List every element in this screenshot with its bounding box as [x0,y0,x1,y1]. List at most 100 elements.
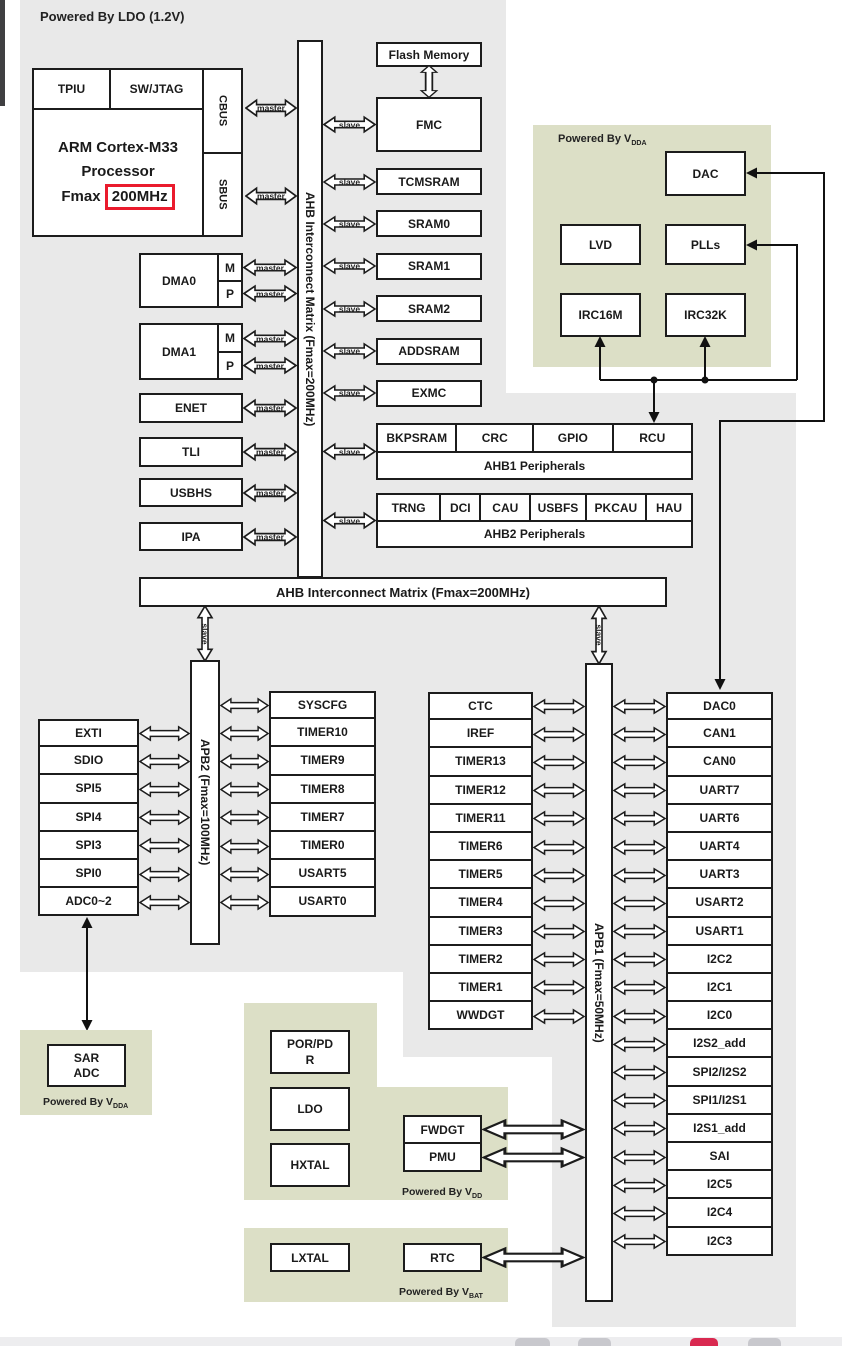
double-arrow-icon [613,1205,666,1222]
bus-double-arrow [613,1064,666,1081]
dma0-p-label: P [225,287,234,301]
peripheral-row: WWDGT [428,1002,585,1031]
ahb1-peripherals-block: BKPSRAM CRC GPIO RCU AHB1 Peripherals [376,423,693,480]
peripheral-row: SPI0 [38,859,190,889]
bus-double-arrow [220,697,269,714]
arrow-label: slave [338,218,361,229]
peripheral-box-spi4: SPI4 [38,803,139,832]
double-arrow-icon [613,1177,666,1194]
dma1-m-master-arrow: master [243,329,297,348]
peripheral-row: UART6 [613,804,773,833]
peripheral-box-timer6: TIMER6 [428,832,533,862]
bus-double-arrow [533,726,585,743]
peripheral-row: I2C4 [613,1199,773,1228]
fmax-value-highlight-box: 200MHz [104,183,175,210]
lxtal-label: LXTAL [291,1250,329,1265]
hau-cell: HAU [656,500,683,515]
ahb1-slave-arrow: slave [323,442,376,461]
bus-double-arrow: slave [323,215,376,233]
vbat-powered-label: Powered By VBAT [399,1286,483,1300]
double-arrow-icon [139,809,190,826]
fwdgt-apb1-arrow [482,1118,585,1141]
swjtag-label: SW/JTAG [129,82,184,96]
bus-double-arrow [533,754,585,771]
bus-double-arrow [613,1233,666,1250]
dma0-cluster: DMA0 M P [139,253,243,308]
double-arrow-icon [613,698,666,715]
peripheral-box-timer2: TIMER2 [428,945,533,974]
master-arrow-label: master [256,360,284,371]
por-label-line1: POR/PD [286,1037,333,1051]
ldo-block: LDO [270,1087,350,1131]
peripheral-box-timer12: TIMER12 [428,776,533,805]
peripheral-box-sram2: SRAM2 [376,295,482,323]
peripheral-box-timer1: TIMER1 [428,973,533,1003]
double-arrow-icon [613,754,666,771]
dock-icon-1[interactable] [515,1338,550,1346]
bus-double-arrow [220,781,269,798]
peripheral-box-uart6: UART6 [666,804,773,833]
cau-cell: CAU [481,495,532,521]
dma0-label: DMA0 [161,273,196,288]
apb1-bus-label: APB1 (Fmax=50MHz) [592,922,606,1043]
peripheral-row: CAN0 [613,748,773,777]
peripheral-row: SPI2/I2S2 [613,1058,773,1087]
peripheral-box-timer11: TIMER11 [428,804,533,833]
peripheral-row: I2S2_add [613,1030,773,1059]
double-arrow-icon [533,979,585,996]
fwdgt-label: FWDGT [420,1122,465,1137]
double-arrow-icon [220,838,269,855]
rtc-apb1-arrow [482,1246,585,1269]
arrow-label: slave [338,176,361,187]
bus-double-arrow [613,979,666,996]
bus-double-arrow [220,894,269,911]
ahb1-cells: BKPSRAM CRC GPIO RCU [378,425,691,452]
double-arrow-icon [613,1149,666,1166]
peripheral-row: TIMER2 [428,945,585,974]
peripheral-box-i2c5: I2C5 [666,1171,773,1200]
peripheral-box-spi1-i2s1: SPI1/I2S1 [666,1086,773,1115]
bus-double-arrow [613,1149,666,1166]
peripheral-row: UART7 [613,776,773,805]
processor-fmax-line: Fmax 200MHz [61,183,175,210]
sar-powered-sub: DDA [113,1103,129,1111]
peripheral-row: SPI1/I2S1 [613,1086,773,1115]
flash-memory-label: Flash Memory [388,47,470,62]
viewer-edge-strip [0,0,5,106]
peripheral-row: EXTI [38,719,190,748]
irc32k-block: IRC32K [665,293,746,337]
dock-icon-4[interactable] [748,1338,781,1346]
lvd-label: LVD [588,237,613,252]
peripheral-box-iref: IREF [428,720,533,749]
fmax-label: Fmax [61,187,101,205]
bus-double-arrow [139,809,190,826]
peripheral-box-timer9: TIMER9 [269,747,376,776]
master-arrow-label: master [256,288,284,299]
ahb1-peripherals-label: AHB1 Peripherals [378,451,691,478]
pkcau-cell: PKCAU [587,495,648,521]
dock-icon-3-red[interactable] [690,1338,718,1346]
peripheral-row: IREF [428,720,585,749]
bus-double-arrow [533,698,585,715]
ahb2-slave-arrow: slave [323,511,376,530]
ahb2-cells: TRNG DCI CAU USBFS PKCAU HAU [378,495,691,521]
dock-icon-2[interactable] [578,1338,611,1346]
sbus-master-arrow: master [245,186,297,206]
master-arrow-label: master [257,191,285,201]
bus-double-arrow [613,1177,666,1194]
peripheral-box-addsram: ADDSRAM [376,337,482,365]
master-arrow-label: master [256,403,284,413]
sbus-block: SBUS [202,152,243,237]
bus-double-arrow [533,782,585,799]
peripheral-row: SPI4 [38,803,190,832]
peripheral-row: TIMER6 [428,832,585,862]
bus-double-arrow: slave [323,342,376,360]
slave-arrow-label: slave [338,119,361,130]
double-arrow-icon [139,894,190,911]
peripheral-row: ADC0~2 [38,888,190,917]
peripheral-box-ctc: CTC [428,692,533,721]
